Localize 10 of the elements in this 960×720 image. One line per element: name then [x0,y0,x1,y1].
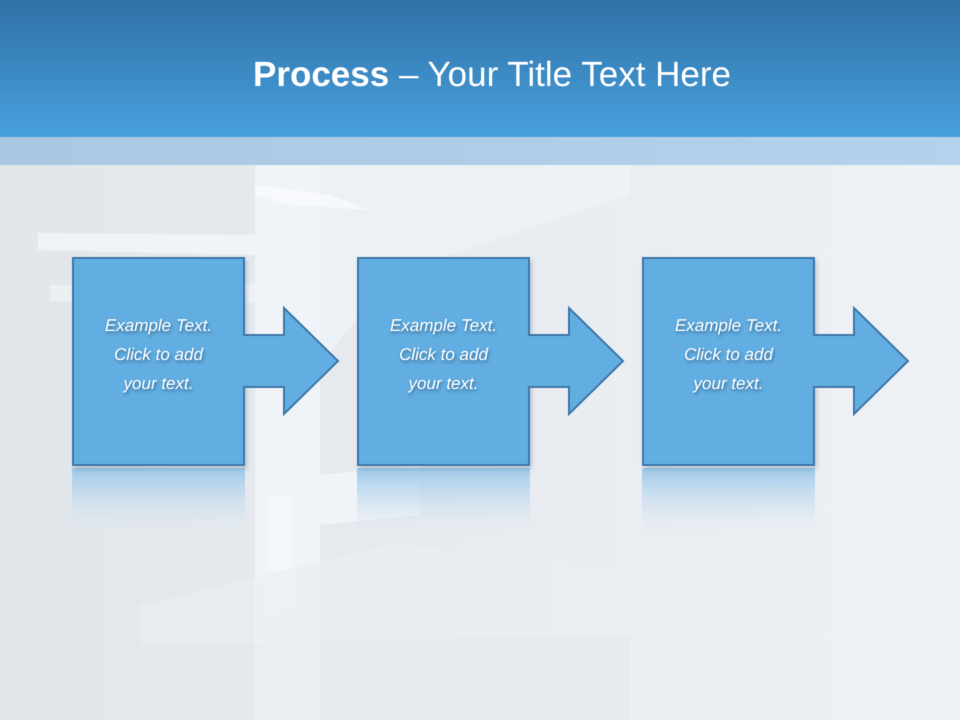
process-box [642,257,815,466]
block-arrow [812,306,910,416]
box-text: Example Text. Click to add your text. [104,315,214,395]
slide-title: Process – Your Title Text Here [253,54,731,96]
box-text: Example Text. Click to add your text. [388,315,498,395]
block-arrow [527,306,624,416]
block-arrow [242,306,340,416]
process-box [357,257,530,466]
box-text: Example Text. Click to add your text. [674,315,784,395]
process-box [72,257,245,466]
